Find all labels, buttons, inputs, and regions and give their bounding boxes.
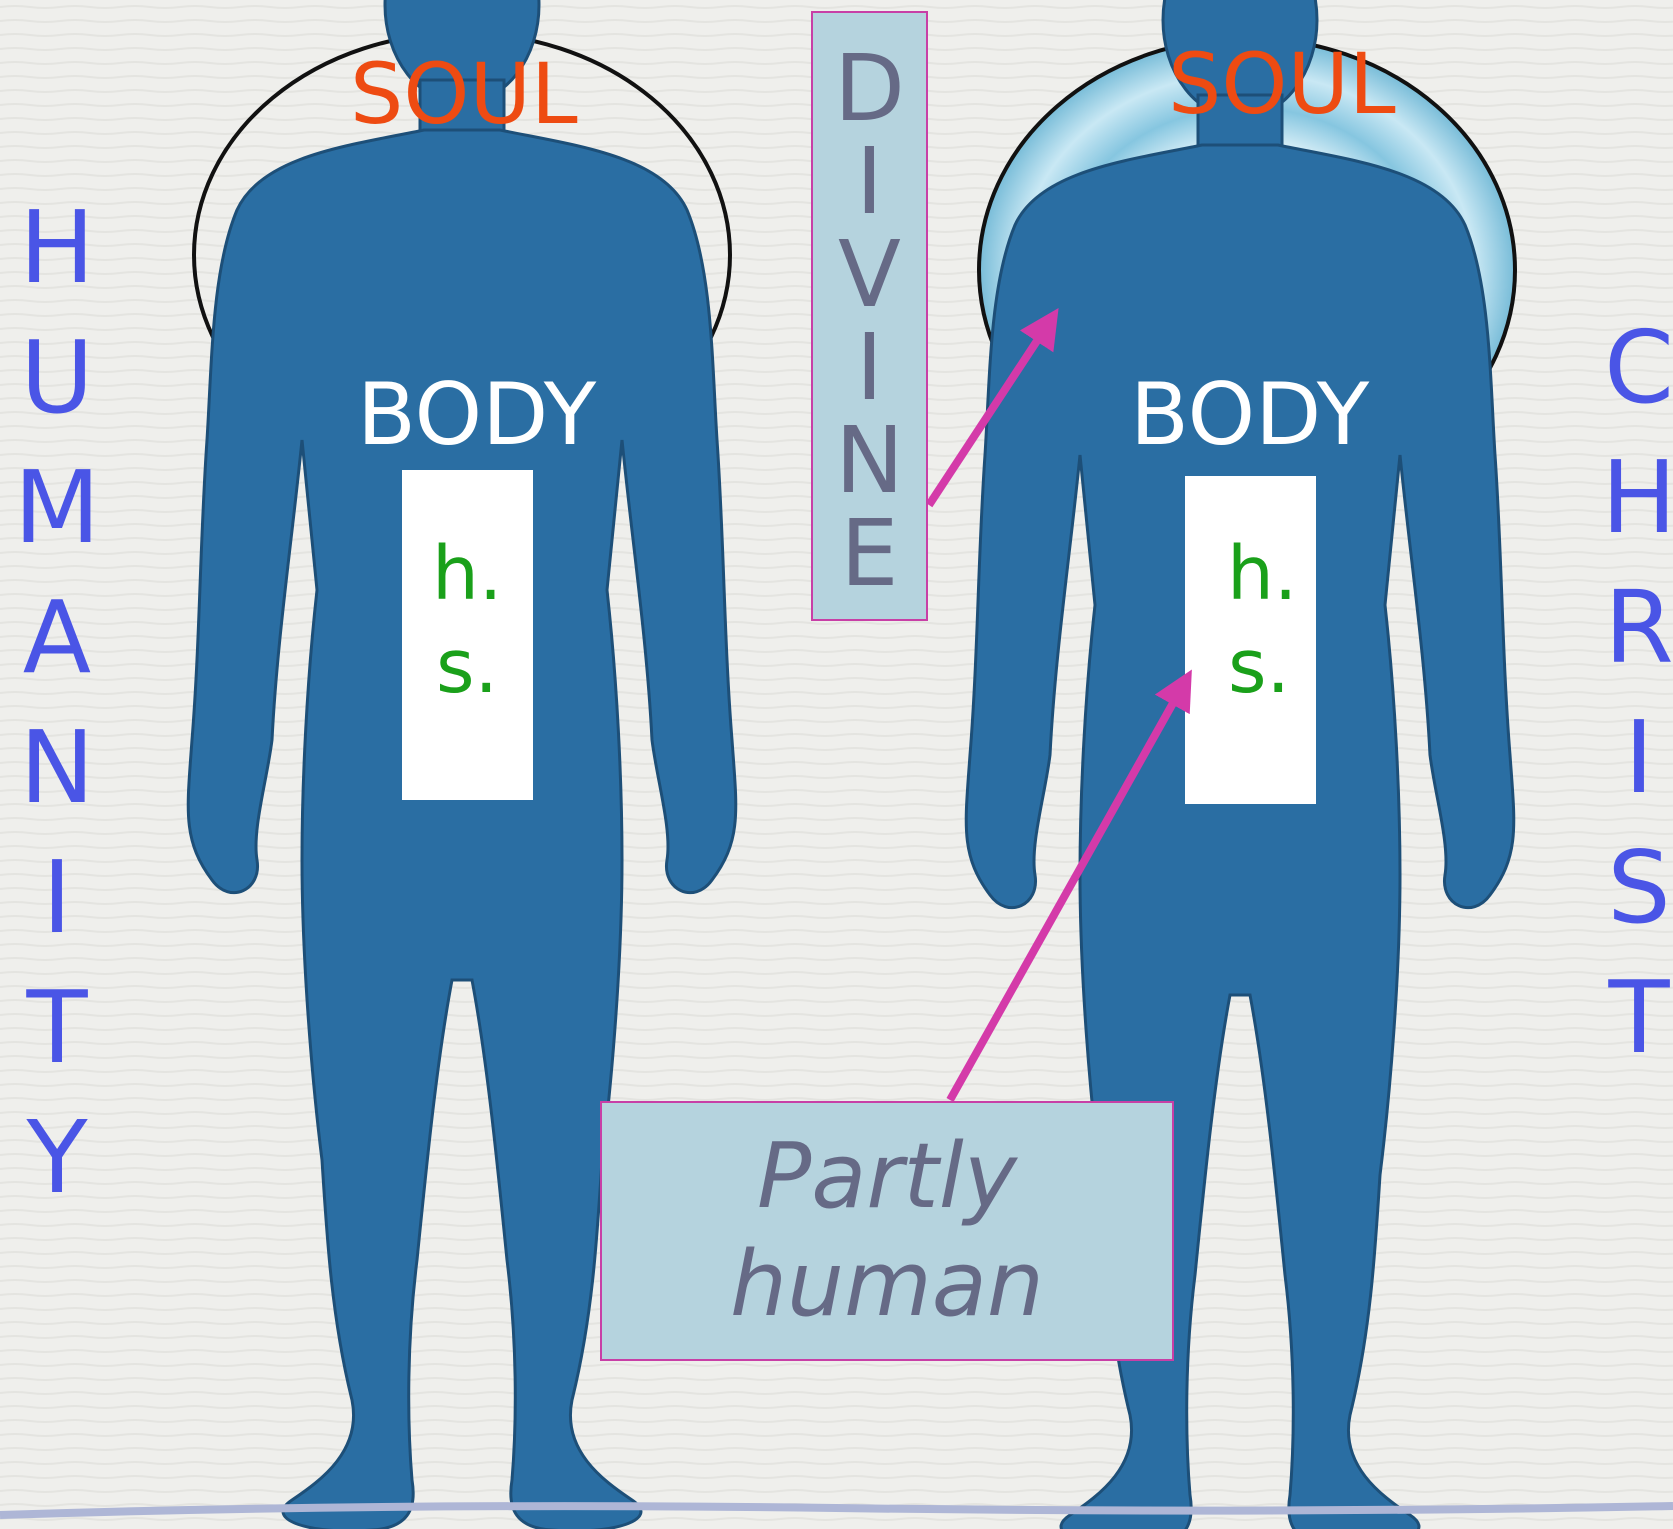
right-body-label: BODY: [1130, 372, 1369, 458]
christ-letter: C: [1604, 318, 1673, 448]
left-spirit-top-label: h.: [432, 537, 502, 611]
humanity-letter: H: [19, 198, 94, 328]
partly-human-callout: Partly human: [600, 1101, 1174, 1361]
humanity-letter: A: [23, 588, 91, 718]
christ-letter: R: [1604, 578, 1673, 708]
divine-letter: V: [838, 229, 901, 322]
humanity-letter: U: [20, 328, 93, 458]
right-soul-label: SOUL: [1168, 42, 1396, 126]
callout-line-2: human: [730, 1231, 1044, 1339]
humanity-letter: Y: [26, 1108, 87, 1238]
christ-letter: I: [1624, 708, 1654, 838]
right-spirit-top-label: h.: [1227, 537, 1297, 611]
divine-letter: I: [856, 136, 883, 229]
humanity-letter: N: [20, 718, 95, 848]
right-spirit-bottom-label: s.: [1228, 630, 1290, 704]
humanity-letter: M: [14, 458, 100, 588]
left-spirit-bottom-label: s.: [436, 630, 498, 704]
callout-line-1: Partly: [757, 1123, 1017, 1231]
divine-letter: I: [856, 322, 883, 415]
divine-letter: N: [835, 415, 904, 508]
christ-letter: H: [1601, 448, 1673, 578]
left-body-label: BODY: [357, 372, 596, 458]
humanity-letter: I: [42, 848, 72, 978]
left-soul-label: SOUL: [350, 52, 578, 136]
divine-letter: E: [840, 508, 898, 601]
divine-letter: D: [834, 43, 905, 136]
christ-letter: T: [1608, 968, 1669, 1098]
christ-letter: S: [1607, 838, 1670, 968]
humanity-letter: T: [26, 978, 87, 1108]
